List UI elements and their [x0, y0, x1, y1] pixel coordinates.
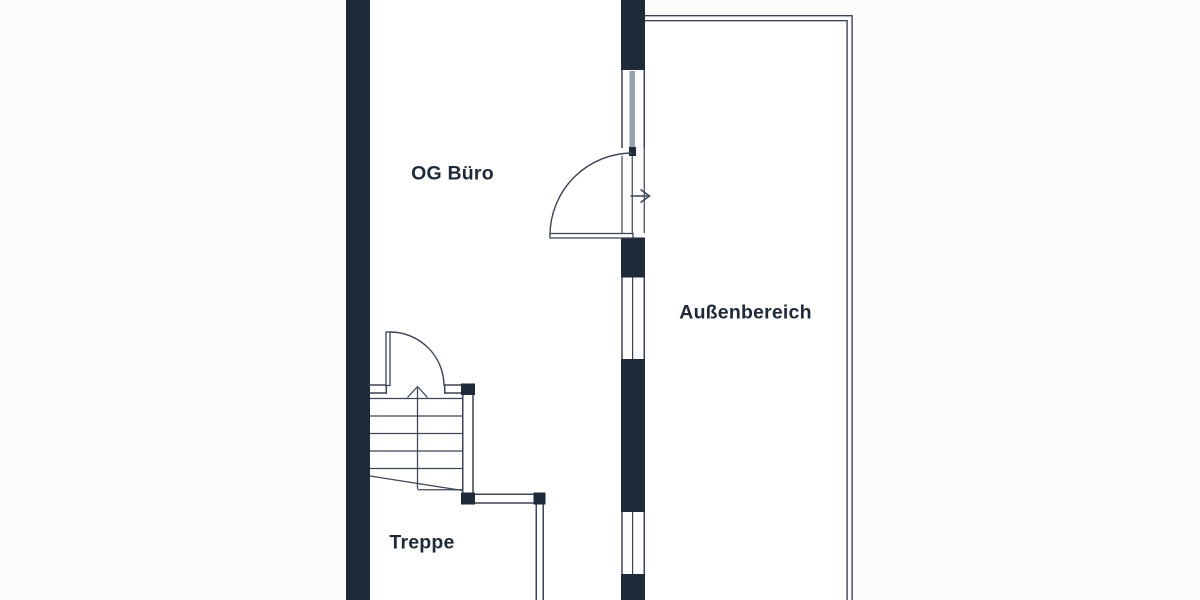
stair-wall-post-top	[461, 383, 475, 395]
stair-door	[385, 331, 445, 387]
outdoor-area-border	[644, 15, 853, 600]
door-leaf	[549, 232, 634, 239]
corridor-wall-post	[533, 492, 546, 505]
room-fills	[370, 0, 848, 600]
staircase	[369, 385, 463, 492]
entrance-sidelight-window	[621, 70, 645, 148]
stair-partition-walls	[369, 384, 544, 600]
window-lower	[621, 512, 645, 574]
stair-break-line	[369, 475, 463, 492]
walls	[346, 0, 645, 600]
right-wall-segment-4	[621, 574, 645, 600]
left-wall	[346, 0, 370, 600]
window-glass-pane	[629, 71, 635, 147]
stair-wall-post-bottom	[461, 492, 475, 505]
room-label-aussenbereich: Außenbereich	[679, 301, 812, 324]
room-label-treppe: Treppe	[389, 531, 455, 553]
right-wall-segment-1	[621, 0, 645, 70]
door-leaf	[385, 331, 391, 387]
stair-direction-arrow-icon	[407, 385, 428, 398]
entrance-arrow-icon	[630, 188, 651, 204]
door-swing-arc	[389, 331, 445, 387]
room-label-og-buero: OG Büro	[411, 162, 494, 185]
door-swing-arc	[549, 152, 633, 236]
entrance-door	[549, 148, 651, 239]
window-middle	[621, 277, 645, 359]
right-wall-segment-2	[621, 237, 645, 278]
right-wall-segment-3	[621, 359, 645, 512]
door-hinge-block	[629, 147, 636, 156]
